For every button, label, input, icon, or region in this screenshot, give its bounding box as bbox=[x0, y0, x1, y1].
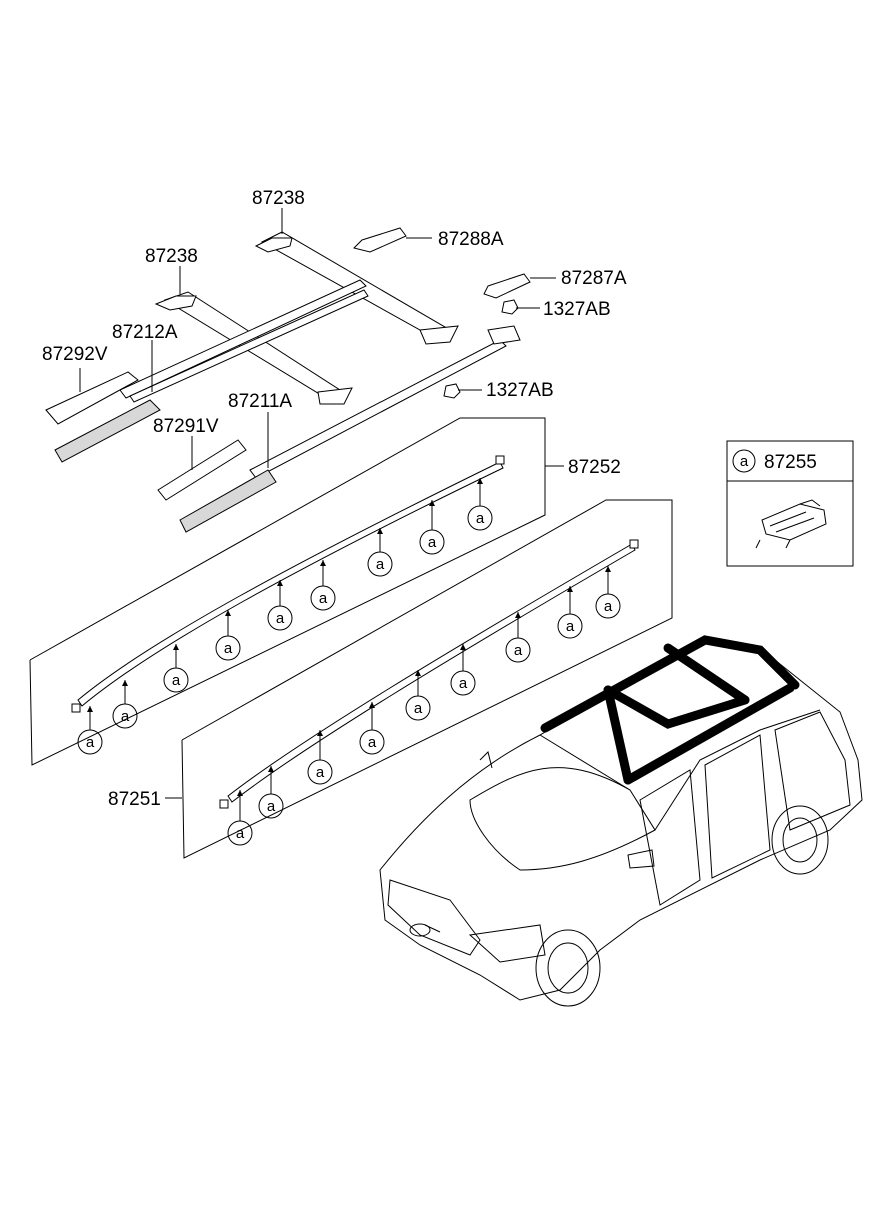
clip-callout-rh-arrow-2 bbox=[268, 766, 274, 772]
clip-callout-lh-label-6: a bbox=[319, 590, 328, 607]
clip-callout-lh-label-2: a bbox=[121, 708, 130, 725]
clip-callout-lh-circle-7 bbox=[367, 551, 393, 577]
clip-callout-lh-label-4: a bbox=[224, 640, 233, 657]
roof-rail-lh-part bbox=[54, 279, 369, 463]
label-1327ab-lower: 1327AB bbox=[486, 380, 554, 401]
clip-callout-rh-circle-7 bbox=[505, 637, 531, 663]
label-1327ab-upper: 1327AB bbox=[543, 299, 611, 320]
legend-box: a 87255 bbox=[726, 440, 854, 567]
label-87252: 87252 bbox=[568, 457, 621, 478]
clip-callout-lh-arrow-7 bbox=[377, 528, 383, 534]
label-87238-rear: 87238 bbox=[252, 188, 305, 209]
clip-callout-rh-circle-8 bbox=[557, 613, 583, 639]
nut-upper-part bbox=[501, 299, 519, 315]
clip-callout-rh-label-7: a bbox=[514, 642, 523, 659]
clip-callout-lh-arrow-2 bbox=[122, 680, 128, 686]
clip-callout-lh-label-1: a bbox=[86, 734, 95, 751]
label-87212a: 87212A bbox=[112, 322, 178, 343]
clip-callout-rh-label-6: a bbox=[459, 675, 468, 692]
clip-callout-lh-arrow-9 bbox=[477, 478, 483, 484]
clip-callout-lh-circle-1 bbox=[77, 729, 103, 755]
clip-callout-lh-arrow-4 bbox=[225, 610, 231, 616]
clip-callout-rh-circle-9 bbox=[595, 593, 621, 619]
clip-callout-rh-circle-1 bbox=[227, 820, 253, 846]
nut-lower-part bbox=[443, 383, 461, 399]
clip-callout-lh-circle-4 bbox=[215, 635, 241, 661]
label-87288a: 87288A bbox=[438, 229, 504, 250]
clip-callout-lh-arrow-6 bbox=[320, 560, 326, 566]
clip-callout-rh-arrow-5 bbox=[415, 670, 421, 676]
label-87238-front: 87238 bbox=[145, 246, 198, 267]
clip-callout-rh-label-2: a bbox=[267, 798, 276, 815]
end-cover-rh-part bbox=[157, 439, 247, 501]
clip-callout-lh-arrow-1 bbox=[87, 706, 93, 712]
label-87211a: 87211A bbox=[228, 391, 292, 412]
legend-symbol: a bbox=[740, 453, 749, 470]
clip-callout-lh-circle-5 bbox=[267, 605, 293, 631]
clip-callout-rh-label-8: a bbox=[566, 618, 575, 635]
clip-callout-rh-label-3: a bbox=[316, 764, 325, 781]
clip-callout-lh-label-8: a bbox=[428, 534, 437, 551]
clip-callout-rh-circle-5 bbox=[405, 695, 431, 721]
clip-callout-rh-arrow-9 bbox=[605, 566, 611, 572]
clip-callout-rh-circle-6 bbox=[450, 670, 476, 696]
clip-callout-rh-arrow-7 bbox=[515, 612, 521, 618]
molding-rh-group bbox=[165, 499, 673, 859]
clip-87255-part bbox=[755, 499, 827, 549]
clip-callout-rh-label-5: a bbox=[414, 700, 423, 717]
clip-callout-lh-label-9: a bbox=[476, 510, 485, 527]
clip-callout-rh-circle-3 bbox=[307, 759, 333, 785]
clip-callout-rh-label-1: a bbox=[236, 825, 245, 842]
clip-callout-rh-arrow-1 bbox=[237, 790, 243, 796]
clip-callout-rh-label-9: a bbox=[604, 598, 613, 615]
clip-callouts-rh: a a a a a a a a a bbox=[227, 566, 621, 846]
clip-callout-rh-arrow-8 bbox=[567, 586, 573, 592]
clip-callout-rh-arrow-6 bbox=[460, 644, 466, 650]
clip-callout-lh-circle-6 bbox=[310, 585, 336, 611]
clip-callout-rh-arrow-4 bbox=[369, 702, 375, 708]
clip-callout-lh-circle-3 bbox=[163, 667, 189, 693]
clip-callout-lh-circle-2 bbox=[112, 703, 138, 729]
clip-callout-lh-arrow-8 bbox=[429, 500, 435, 506]
label-87291v: 87291V bbox=[153, 416, 219, 437]
clip-callout-lh-label-7: a bbox=[376, 556, 385, 573]
clip-callout-lh-circle-8 bbox=[419, 529, 445, 555]
clip-callout-rh-circle-2 bbox=[258, 793, 284, 819]
cover-87287a-part bbox=[483, 273, 531, 299]
roof-rail-rh-part bbox=[179, 325, 521, 533]
end-cover-lh-part bbox=[45, 371, 139, 425]
legend-part-number: 87255 bbox=[764, 452, 817, 473]
clip-callout-lh-circle-9 bbox=[467, 505, 493, 531]
clip-callout-rh-circle-4 bbox=[359, 729, 385, 755]
clip-callout-lh-arrow-3 bbox=[173, 644, 179, 650]
clip-callout-lh-arrow-5 bbox=[277, 580, 283, 586]
label-87287a: 87287A bbox=[561, 268, 627, 289]
vehicle-illustration bbox=[379, 635, 863, 1007]
label-87292v: 87292V bbox=[42, 344, 108, 365]
cover-87288a-part bbox=[353, 227, 407, 253]
clip-callout-lh-label-3: a bbox=[172, 672, 181, 689]
legend-symbol-circle bbox=[732, 449, 756, 473]
clip-callouts-lh: a a a a a a a a a bbox=[77, 478, 493, 755]
molding-lh-group bbox=[29, 417, 564, 766]
clip-callout-lh-label-5: a bbox=[276, 610, 285, 627]
clip-callout-rh-label-4: a bbox=[368, 734, 377, 751]
label-87251: 87251 bbox=[108, 789, 161, 810]
clip-callout-rh-arrow-3 bbox=[317, 730, 323, 736]
